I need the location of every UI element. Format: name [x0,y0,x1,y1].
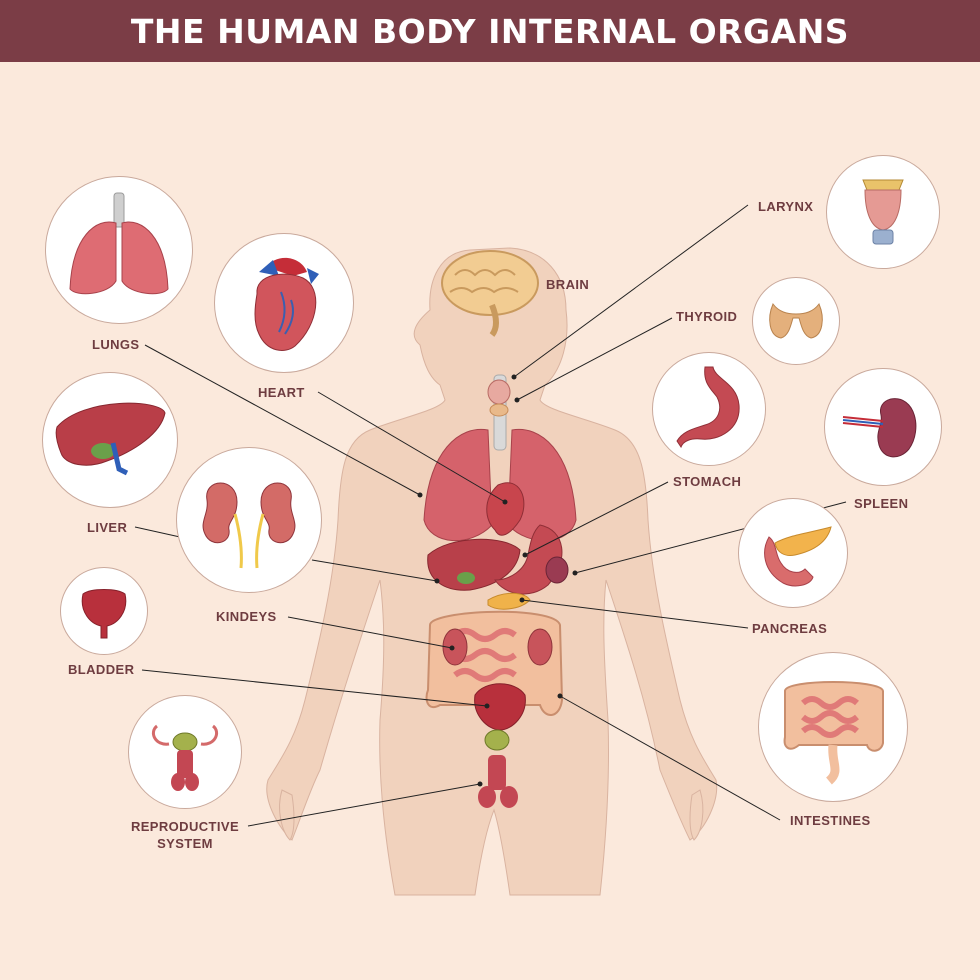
label-kidneys: KINDEYS [216,609,277,624]
label-reproductive-line2: SYSTEM [157,836,213,851]
spleen-icon [842,398,917,458]
liver-organ [427,538,521,591]
label-lungs: LUNGS [92,337,140,352]
thyroid-icon [769,303,823,339]
label-reproductive-system: REPRODUCTIVE SYSTEM [120,818,250,852]
heart-icon [254,257,319,351]
lungs-organ [423,428,577,541]
label-thyroid: THYROID [676,309,738,324]
liver-icon [55,402,166,476]
liver-icon-circle [42,372,178,508]
label-pancreas: PANCREAS [752,621,828,636]
spleen-icon-circle [824,368,942,486]
lungs-icon-circle [45,176,193,324]
pancreas-icon [764,526,832,587]
pancreas-icon-circle [738,498,848,608]
brain-organ [441,250,539,337]
reproductive-icon-circle [128,695,242,809]
stomach-icon [676,366,740,449]
thyroid-icon-circle [752,277,840,365]
label-spleen: SPLEEN [854,496,909,511]
intestines-icon [783,681,884,785]
label-intestines: INTESTINES [790,813,871,828]
larynx-icon-circle [826,155,940,269]
page-title: THE HUMAN BODY INTERNAL ORGANS [130,11,850,51]
reproductive-icon [152,724,218,791]
bladder-icon-circle [60,567,148,655]
intestines-icon-circle [758,652,908,802]
title-bar: THE HUMAN BODY INTERNAL ORGANS [0,0,980,62]
kidneys-icon [202,482,296,569]
label-stomach: STOMACH [673,474,742,489]
lungs-icon [69,192,169,295]
stomach-icon-circle [652,352,766,466]
label-heart: HEART [258,385,305,400]
label-bladder: BLADDER [68,662,135,677]
leader-lines [134,204,847,827]
heart-icon-circle [214,233,354,373]
kidneys-icon-circle [176,447,322,593]
larynx-icon [862,179,904,245]
label-reproductive-line1: REPRODUCTIVE [130,819,240,834]
label-brain: BRAIN [546,277,590,292]
label-liver: LIVER [87,520,128,535]
bladder-icon [81,589,127,639]
label-larynx: LARYNX [758,199,814,214]
